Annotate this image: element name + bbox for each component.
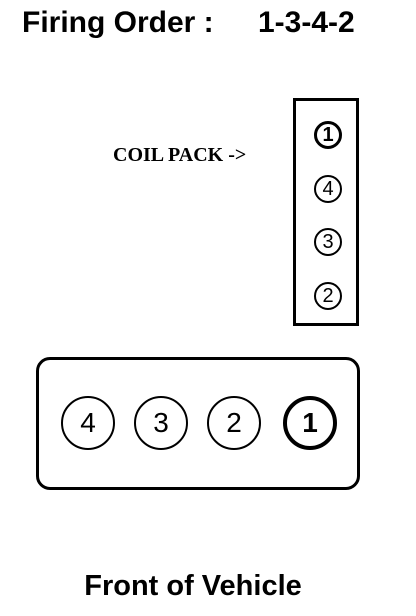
firing-order-value: 1-3-4-2 bbox=[258, 6, 355, 39]
coil-slot-1: 1 bbox=[314, 121, 342, 149]
cylinder-3: 2 bbox=[207, 396, 261, 450]
cylinder-4: 1 bbox=[283, 396, 337, 450]
coil-pack: 1 4 3 2 bbox=[293, 98, 359, 326]
coil-pack-label: COIL PACK -> bbox=[113, 144, 247, 166]
cylinder-1: 4 bbox=[61, 396, 115, 450]
coil-slot-3: 3 bbox=[314, 228, 342, 256]
coil-slot-2: 4 bbox=[314, 175, 342, 203]
engine-block: 4 3 2 1 bbox=[36, 357, 360, 490]
front-of-vehicle-label: Front of Vehicle bbox=[84, 570, 302, 602]
coil-slot-4: 2 bbox=[314, 282, 342, 310]
firing-order-label: Firing Order : bbox=[22, 6, 214, 39]
cylinder-2: 3 bbox=[134, 396, 188, 450]
